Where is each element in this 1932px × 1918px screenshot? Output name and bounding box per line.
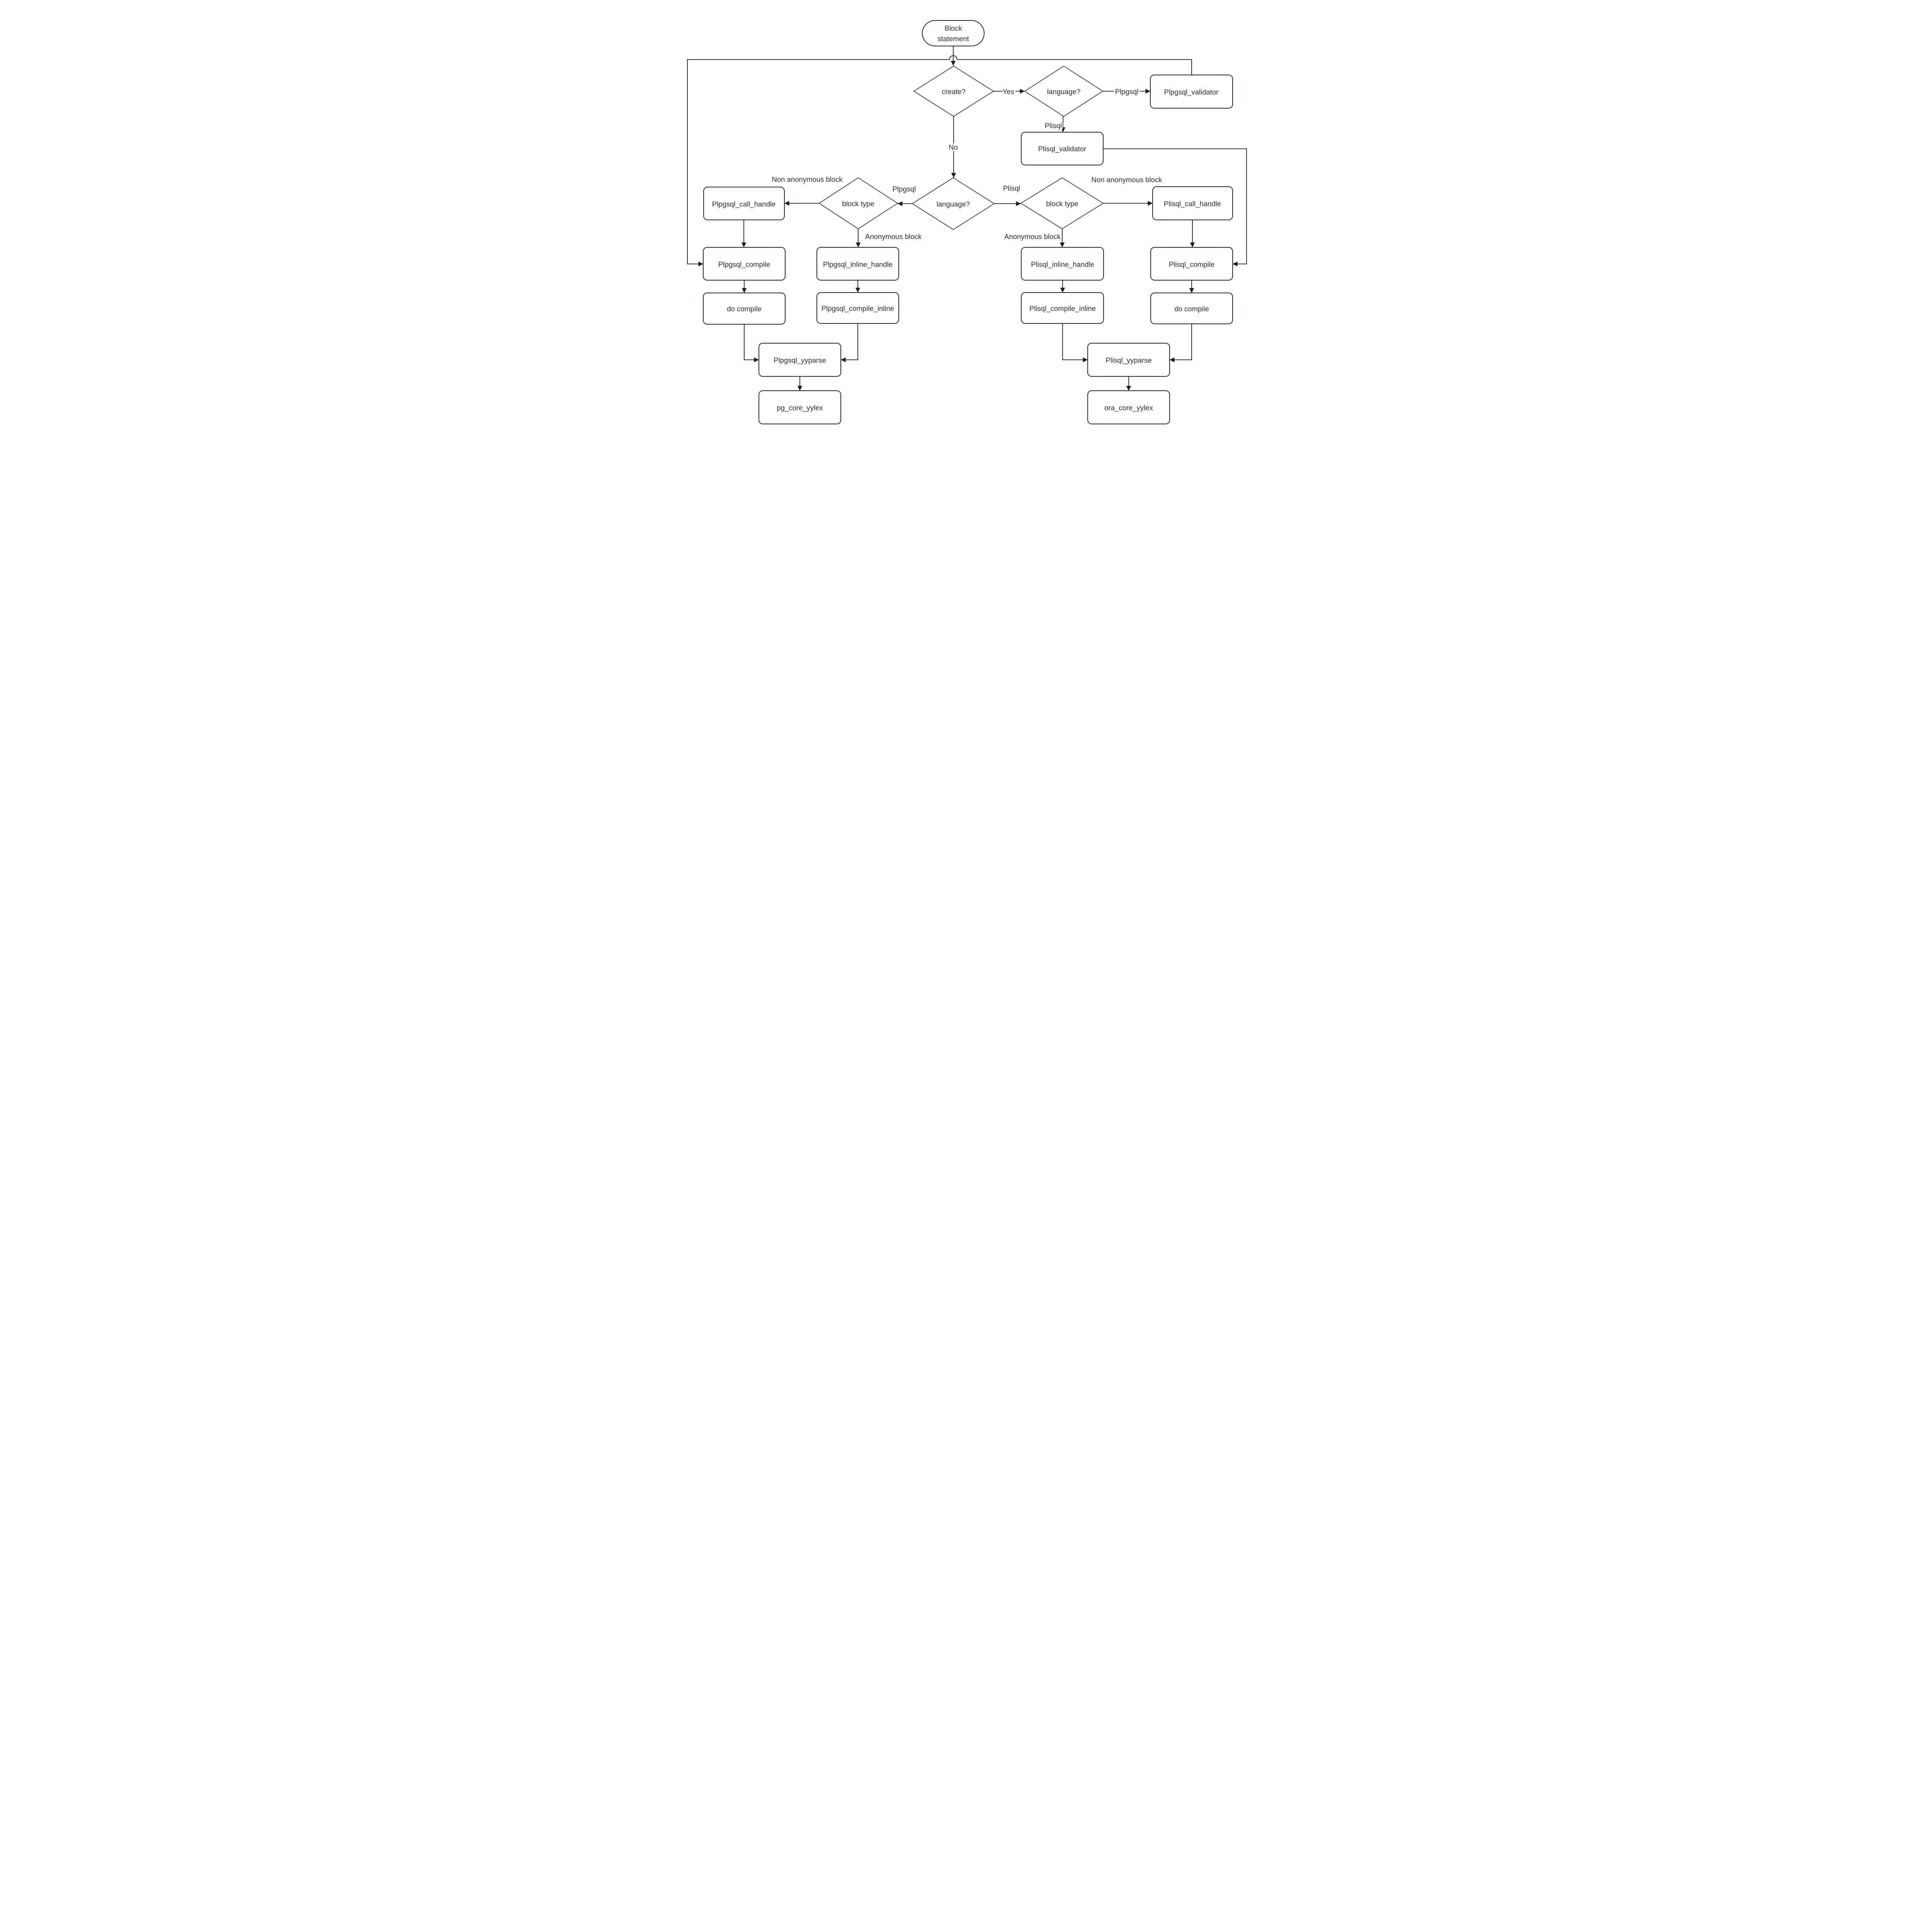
node-language-decision-center: [912, 177, 995, 230]
node-plisql-compile-inline-label: Plisql_compile_inline: [1029, 305, 1096, 313]
node-plisql-validator-label: Plisql_validator: [1038, 145, 1086, 153]
node-block-statement: [922, 20, 985, 46]
node-plpgsql-compile-inline: [816, 292, 899, 324]
edge-plisql-compile-inline-to-yyparse: [1062, 323, 1088, 362]
node-create-decision: [913, 66, 994, 117]
node-plisql-inline-handle-label: Plisql_inline_handle: [1031, 260, 1094, 269]
edge-label-anonymous-left: Anonymous block: [865, 233, 922, 241]
node-do-compile-left: [703, 293, 786, 325]
node-plpgsql-yyparse: [759, 343, 841, 377]
node-block-statement-label-line1: Block: [944, 24, 962, 32]
node-block-statement-label-line2: statement: [937, 35, 969, 43]
node-plpgsql-compile-inline-label: Plpgsql_compile_inline: [821, 305, 894, 313]
edge-label-no: No: [949, 143, 958, 151]
node-block-type-right: [1020, 177, 1104, 229]
node-plisql-compile: [1150, 247, 1233, 281]
node-create-decision-label: create?: [942, 88, 966, 96]
node-ora-core-yylex: [1087, 390, 1170, 424]
node-ora-core-yylex-label: ora_core_yylex: [1104, 404, 1153, 412]
edge-plpgsql-compile-inline-to-yyparse: [841, 323, 858, 362]
node-plpgsql-validator-label: Plpgsql_validator: [1164, 88, 1219, 97]
node-language-decision-center-label: language?: [937, 200, 970, 208]
edge-labels: Yes Plpgsql Plisql No Plpgsql Plisql Non…: [772, 86, 1162, 241]
node-plpgsql-inline-handle-label: Plpgsql_inline_handle: [823, 260, 893, 269]
node-language-decision-top-label: language?: [1047, 88, 1080, 96]
edge-label-anonymous-right: Anonymous block: [1004, 233, 1061, 241]
node-plisql-yyparse: [1087, 343, 1170, 377]
flowchart-svg: Block statement create? language? Plpgsq…: [665, 0, 1267, 426]
edge-label-plpgsql-create-branch: Plpgsql: [1115, 88, 1139, 96]
node-plisql-call-handle: [1152, 186, 1233, 220]
node-plpgsql-call-handle: [703, 187, 785, 220]
node-pg-core-yylex-label: pg_core_yylex: [777, 404, 823, 412]
edges: [687, 46, 1247, 391]
node-plisql-compile-inline: [1021, 292, 1104, 324]
node-plisql-validator: [1021, 132, 1104, 165]
flowchart-stage: Block statement create? language? Plpgsq…: [665, 0, 1267, 426]
nodes: Block statement create? language? Plpgsq…: [703, 20, 1233, 424]
edge-do-compile-right-to-yyparse: [1170, 324, 1192, 362]
node-block-type-left: [818, 177, 898, 229]
edge-do-compile-left-to-yyparse: [744, 324, 759, 362]
edge-label-yes: Yes: [1003, 88, 1014, 96]
edge-label-plpgsql-center-branch: Plpgsql: [893, 185, 916, 193]
node-language-decision-top: [1024, 66, 1104, 117]
edge-label-non-anonymous-left: Non anonymous block: [772, 175, 843, 184]
node-plpgsql-call-handle-label: Plpgsql_call_handle: [712, 200, 776, 209]
node-plpgsql-validator: [1150, 75, 1233, 109]
edge-plpgsql-validator-loop-to-plpgsql-compile: [687, 55, 1192, 267]
node-block-type-left-label: block type: [842, 200, 874, 208]
edge-label-plisql-create-branch: Plisql: [1045, 122, 1062, 130]
node-plisql-yyparse-label: Plisql_yyparse: [1105, 356, 1151, 365]
node-do-compile-right-label: do compile: [1174, 305, 1209, 313]
node-pg-core-yylex: [759, 390, 841, 424]
node-plpgsql-yyparse-label: Plpgsql_yyparse: [774, 356, 826, 365]
node-plpgsql-inline-handle: [816, 247, 899, 281]
edge-label-non-anonymous-right: Non anonymous block: [1091, 176, 1162, 184]
edge-label-plisql-center-branch: Plisql: [1003, 184, 1020, 192]
node-plpgsql-compile-label: Plpgsql_compile: [718, 260, 770, 269]
edge-plisql-validator-loop-to-plisql-compile: [1103, 148, 1247, 267]
node-plisql-compile-label: Plisql_compile: [1169, 260, 1214, 269]
node-plisql-call-handle-label: Plisql_call_handle: [1164, 200, 1221, 208]
node-do-compile-left-label: do compile: [727, 305, 761, 313]
node-block-type-right-label: block type: [1046, 200, 1078, 208]
node-plpgsql-compile: [703, 247, 786, 281]
node-plisql-inline-handle: [1021, 247, 1104, 281]
node-do-compile-right: [1150, 293, 1233, 324]
